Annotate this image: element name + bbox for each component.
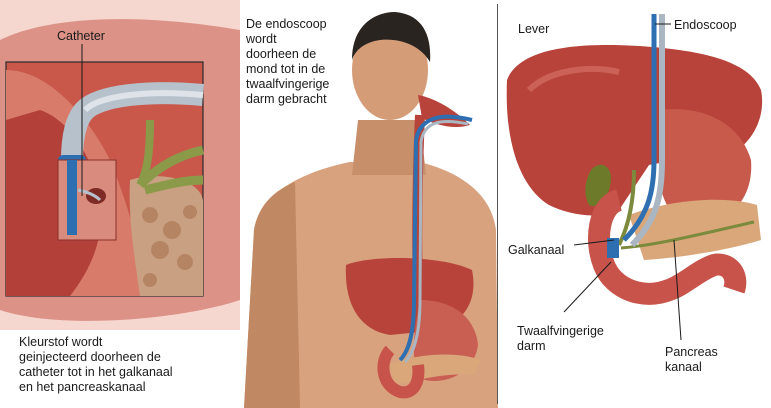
pancreas bbox=[629, 200, 761, 260]
duodenum-label: Twaalfvingerige darm bbox=[517, 324, 604, 354]
panel-divider bbox=[497, 4, 498, 404]
endoscope-insertion-panel: De endoscoop wordt doorheen de mond tot … bbox=[240, 0, 498, 408]
catheter-label: Catheter bbox=[57, 29, 105, 44]
dye-injection-caption: Kleurstof wordt geinjecteerd doorheen de… bbox=[19, 335, 173, 395]
organ-detail-panel: Lever Endoscoop Galkanaal Twaalfvingerig… bbox=[499, 0, 771, 408]
bile-duct-label: Galkanaal bbox=[508, 243, 564, 258]
catheter-detail-panel: Catheter Kleurstof wordt geinjecteerd do… bbox=[0, 0, 240, 408]
pancreatic-duct-label: Pancreas kanaal bbox=[665, 345, 718, 375]
endoscope-insertion-caption: De endoscoop wordt doorheen de mond tot … bbox=[246, 17, 329, 107]
endoscope-label: Endoscoop bbox=[674, 18, 737, 33]
liver-label: Lever bbox=[518, 22, 549, 37]
